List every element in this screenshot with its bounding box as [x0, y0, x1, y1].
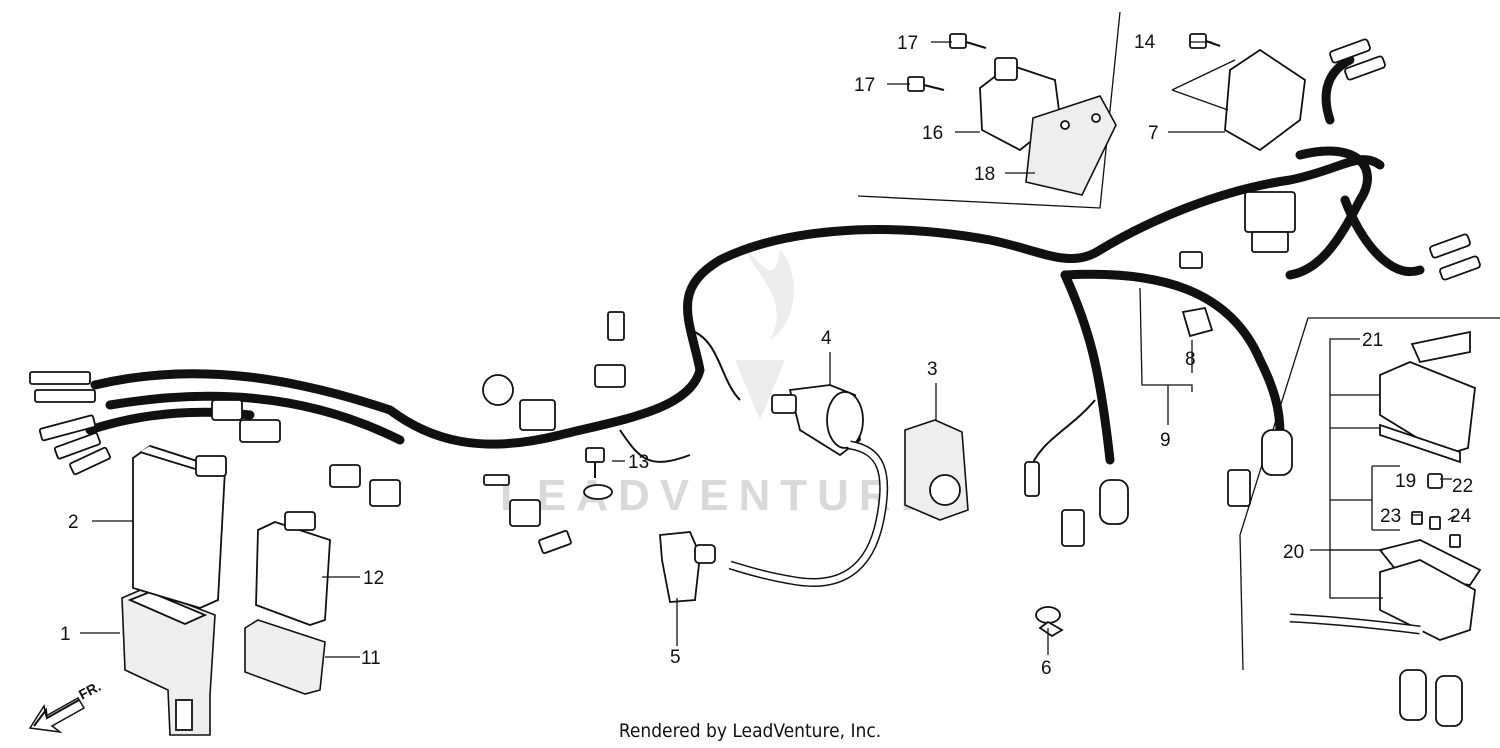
part-8-connector — [1181, 306, 1214, 338]
part-11-relay-cover — [244, 619, 326, 695]
part-1-ecu-holder — [121, 587, 216, 736]
callout-8: 8 — [1185, 349, 1196, 370]
callout-18: 18 — [974, 164, 995, 185]
callout-17a: 17 — [897, 33, 918, 54]
part-2-ecu — [132, 445, 227, 609]
callout-19: 19 — [1395, 471, 1416, 492]
callout-21: 21 — [1362, 330, 1383, 351]
inset-border-right — [1239, 317, 1309, 671]
callout-12: 12 — [363, 568, 384, 589]
part-6-clip — [1035, 606, 1064, 638]
callout-11: 11 — [361, 648, 381, 669]
part-14-bolt — [1189, 33, 1221, 49]
callout-16: 16 — [922, 123, 943, 144]
part-17-bolt-a — [949, 33, 987, 49]
leader-lines — [80, 41, 1456, 658]
part-16-regulator — [979, 57, 1061, 152]
part-5-plug-cap — [659, 531, 716, 603]
main-harness — [85, 55, 1425, 471]
callout-2: 2 — [68, 512, 79, 533]
callout-17b: 17 — [854, 75, 875, 96]
part-7-cdi-unit — [1224, 48, 1306, 152]
watermark: LEADVENTURE — [500, 250, 940, 520]
connector-group-right — [1024, 38, 1481, 547]
part-3-mount — [904, 419, 969, 521]
part-18-plate — [1025, 95, 1117, 196]
callout-22: 22 — [1452, 476, 1473, 497]
callout-5: 5 — [670, 647, 681, 668]
callout-9: 9 — [1160, 430, 1171, 451]
part-13-bolt — [583, 447, 613, 500]
part-4-ignition-coil — [727, 384, 889, 587]
fuse-box-assembly — [1287, 330, 1482, 727]
inset-border-top — [857, 11, 1121, 209]
callout-3: 3 — [927, 359, 938, 380]
watermark-text: LEADVENTURE — [500, 471, 940, 520]
callout-7: 7 — [1148, 123, 1159, 144]
connector-group-left — [29, 311, 626, 555]
direction-label: FR. — [76, 678, 103, 703]
part-17-bolt-b — [907, 76, 945, 92]
footer-credit: Rendered by LeadVenture, Inc. — [619, 720, 881, 742]
callout-13: 13 — [628, 452, 649, 473]
front-direction-arrow: FR. — [28, 678, 103, 734]
callout-23: 23 — [1380, 506, 1401, 527]
callout-1: 1 — [60, 624, 71, 645]
inset-borders — [857, 11, 1500, 671]
callout-20: 20 — [1283, 542, 1304, 563]
callout-24: 24 — [1450, 506, 1472, 527]
part-12-relay — [255, 511, 331, 626]
callout-6: 6 — [1041, 658, 1052, 679]
callout-4: 4 — [821, 328, 832, 349]
callout-14: 14 — [1134, 32, 1156, 53]
callout-labels: 1 2 3 4 5 6 7 8 9 11 12 13 14 16 17 17 1… — [60, 32, 1473, 679]
